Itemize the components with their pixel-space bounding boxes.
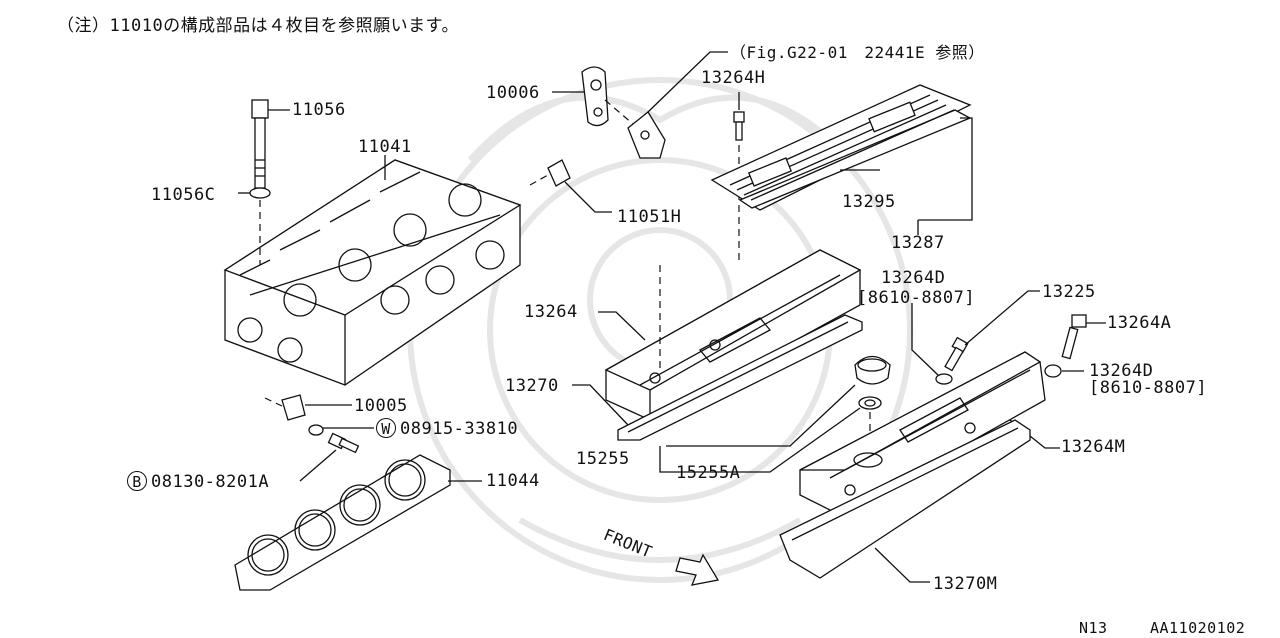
oil-filler-cap-15255[interactable] [854, 355, 891, 385]
label-13295[interactable]: 13295 [842, 192, 896, 212]
label-13264D-right[interactable]: 13264D [1089, 361, 1154, 381]
washer-13264D-right[interactable] [1044, 364, 1062, 378]
bolt-13225[interactable] [944, 336, 969, 372]
seal-11051H[interactable] [547, 159, 571, 187]
bracket-fig-ref[interactable] [627, 111, 666, 159]
label-13270M[interactable]: 13270M [933, 574, 998, 594]
label-15255A[interactable]: 15255A [676, 463, 741, 483]
filler-gasket-15255A[interactable] [858, 396, 882, 410]
label-13264D-right-range: [8610-8807] [1089, 378, 1208, 398]
washer-mark-icon: W [376, 418, 396, 438]
label-10005[interactable]: 10005 [354, 396, 408, 416]
gasket-13270M[interactable] [779, 419, 1031, 579]
cylinder-head-11041[interactable] [223, 159, 522, 386]
label-13225[interactable]: 13225 [1042, 282, 1096, 302]
bolt-13264A[interactable] [1061, 314, 1087, 360]
rocker-cover-13264[interactable] [604, 249, 862, 421]
label-11044[interactable]: 11044 [486, 471, 540, 491]
bolt-13264H[interactable] [733, 111, 745, 141]
note-text: （注）11010の構成部品は４枚目を参照願います。 [57, 16, 459, 36]
bolt-08130-8201A[interactable] [327, 432, 360, 454]
washer-08915-33810[interactable] [308, 424, 324, 436]
label-11051H[interactable]: 11051H [617, 207, 682, 227]
front-arrow-icon [675, 553, 720, 586]
label-15255[interactable]: 15255 [576, 449, 630, 469]
head-bolt-11056[interactable] [251, 99, 269, 189]
bolt-mark-icon: B [127, 471, 147, 491]
label-13264D-top[interactable]: 13264D [881, 268, 946, 288]
label-08915-33810-text: 08915-33810 [400, 419, 519, 439]
label-13264M[interactable]: 13264M [1061, 437, 1126, 457]
washer-13264D-left[interactable] [935, 373, 953, 385]
gasket-13270[interactable] [617, 314, 863, 441]
label-13264H[interactable]: 13264H [701, 68, 766, 88]
label-13287[interactable]: 13287 [891, 233, 945, 253]
footer-code-right: AA11020102 [1150, 619, 1246, 637]
label-13264A[interactable]: 13264A [1107, 313, 1172, 333]
label-13264[interactable]: 13264 [524, 302, 578, 322]
bracket-10006[interactable] [581, 66, 609, 127]
label-fig-ref[interactable]: （Fig.G22-01 22441E 参照） [730, 43, 985, 62]
label-11056[interactable]: 11056 [292, 100, 346, 120]
label-11041[interactable]: 11041 [358, 137, 412, 157]
footer-code-left: N13 [1079, 619, 1108, 637]
rocker-cover-13264M[interactable] [799, 351, 1046, 516]
label-13270[interactable]: 13270 [505, 376, 559, 396]
label-11056C[interactable]: 11056C [151, 185, 216, 205]
head-gasket-11044[interactable] [234, 454, 451, 591]
gasket-10005[interactable] [281, 394, 306, 421]
label-10006[interactable]: 10006 [486, 83, 540, 103]
washer-11056C[interactable] [249, 187, 271, 199]
ornament-cover-13295[interactable] [710, 84, 972, 211]
label-08130-8201A-text: 08130-8201A [151, 472, 270, 492]
label-13264D-top-range: [8610-8807] [857, 288, 976, 308]
watermark-emblem [407, 77, 913, 583]
